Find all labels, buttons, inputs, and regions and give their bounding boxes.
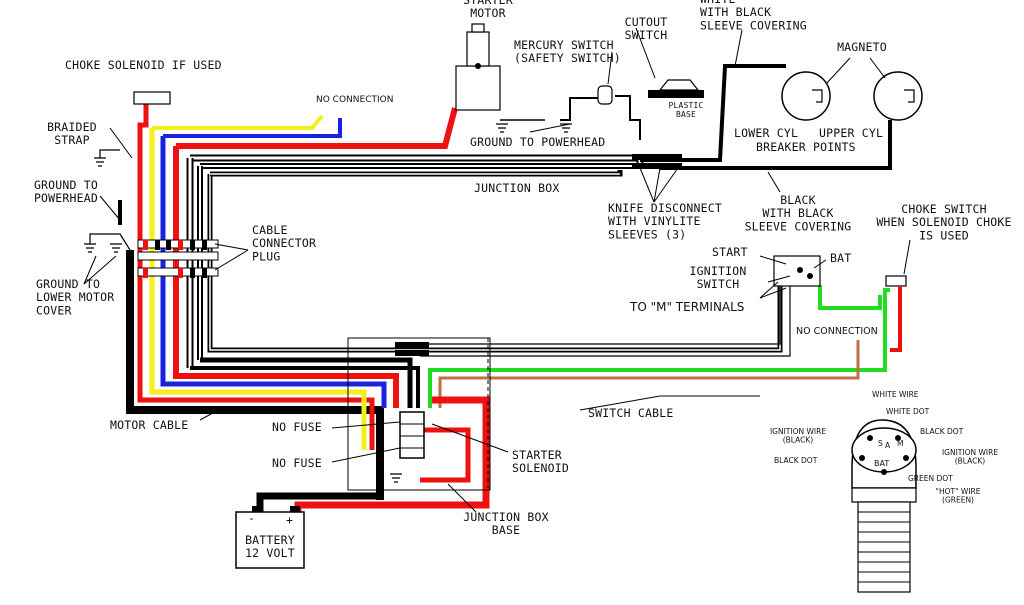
mercury-switch [597,85,613,105]
label-ground-powerhead-top: GROUND TO POWERHEAD [470,135,605,149]
label-to-m-terminals: TO "M" TERMINALS [629,300,744,314]
sd-s: S [878,439,883,448]
leader-lines [83,27,911,513]
sd-m: M [897,439,903,448]
sd-black-dot-left: BLACK DOT [774,456,818,465]
label-battery-minus: - [248,511,255,525]
label-mercury-switch: MERCURY SWITCH(SAFETY SWITCH) [514,38,621,65]
label-magneto: MAGNETO [837,40,887,54]
junction-box-base [347,337,491,491]
choke-switch-box [885,275,907,352]
label-junction-box: JUNCTION BOX [474,181,559,195]
label-no-connection-right: NO CONNECTION [796,326,878,337]
choke-solenoid-box [133,91,171,105]
sd-hot-wire: "HOT" WIRE(GREEN) [936,487,981,505]
battery [235,506,305,569]
label-no-fuse-1: NO FUSE [272,420,322,434]
label-no-connection-top: NO CONNECTION [316,95,393,105]
cable-connector-plug [137,239,219,278]
label-no-fuse-2: NO FUSE [272,456,322,470]
label-switch-cable: SWITCH CABLE [588,406,673,420]
label-upper-cyl: UPPER CYL [819,126,883,140]
starter-solenoid [399,411,425,459]
sd-ignition-wire-left: IGNITION WIRE(BLACK) [770,427,826,445]
switch-cable [420,282,791,357]
sd-white-dot: WHITE DOT [886,407,930,416]
label-lower-cyl: LOWER CYL [734,126,798,140]
sans-labels: NO CONNECTION TO "M" TERMINALS NO CONNEC… [316,95,878,337]
wire-bundle-left [118,100,783,500]
sd-green-dot: GREEN DOT [908,474,953,483]
label-start: START [712,245,748,259]
label-battery-plus: + [286,513,293,527]
sd-black-dot-right: BLACK DOT [920,427,964,436]
ignition-switch-small [773,255,821,287]
cutout-switch [648,79,704,98]
label-motor-cable: MOTOR CABLE [110,418,188,432]
label-bat: BAT [830,251,851,265]
switch-detail-labels: WHITE WIRE WHITE DOT IGNITION WIRE(BLACK… [770,390,998,505]
sd-a: A [885,441,891,450]
label-breaker-points: BREAKER POINTS [756,140,856,154]
label-choke-solenoid: CHOKE SOLENOID IF USED [65,58,222,72]
ignition-switch-detail [851,419,917,593]
ground-symbols [84,123,572,483]
starter-motor [455,23,501,111]
knife-disconnect-sleeves [395,154,682,356]
sd-ignition-wire-right: IGNITION WIRE(BLACK) [942,448,998,466]
sd-bat: BAT [874,459,889,468]
wire-green [428,285,890,408]
magneto [781,71,923,121]
wire-brown [438,340,860,408]
sd-white-wire: WHITE WIRE [872,390,919,399]
